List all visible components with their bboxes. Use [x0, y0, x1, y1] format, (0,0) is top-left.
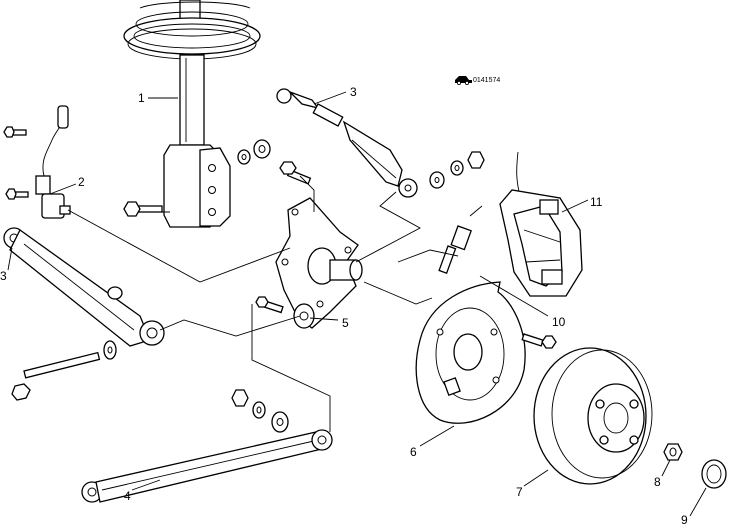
washers-strut: [237, 139, 271, 165]
bolt-strut: [123, 201, 163, 217]
reference-mark: 0141574: [455, 76, 500, 86]
brake-caliper: [499, 151, 583, 297]
callout-9: 9: [681, 513, 688, 527]
callout-11: 11: [590, 195, 603, 209]
callout-2: 2: [78, 175, 85, 189]
bolt-sensor-bottom: [5, 188, 29, 200]
trailing-arm: [3, 227, 165, 347]
washers-lower-link: [231, 389, 289, 433]
reference-code: 0141574: [473, 77, 500, 84]
upper-link: [276, 88, 418, 198]
brake-hose-fitting: [438, 205, 483, 275]
callout-labels: 1 2 3 3 4 5 6 7 8 9 10 11: [0, 85, 688, 527]
callout-7: 7: [516, 485, 523, 499]
brake-disc: [533, 347, 653, 485]
strut-assembly: [123, 0, 261, 228]
washer-trailing-arm: [103, 340, 117, 360]
callout-4: 4: [124, 489, 131, 503]
callout-5: 5: [342, 316, 349, 330]
bolt-sensor-top: [3, 126, 27, 138]
washers-upper-link: [429, 151, 485, 189]
car-icon: [455, 76, 472, 86]
bolt-knuckle-lower: [255, 296, 284, 314]
backing-plate: [415, 281, 526, 424]
lower-link: [81, 429, 333, 503]
bolt-backing-plate: [521, 333, 557, 349]
assembly-guide-lines: [67, 175, 459, 432]
grease-cap: [701, 459, 727, 489]
callout-8: 8: [654, 475, 661, 489]
steering-knuckle: [275, 197, 363, 329]
callout-10: 10: [552, 315, 566, 329]
callout-6: 6: [410, 445, 417, 459]
bolt-knuckle-top: [279, 161, 312, 185]
callout-1: 1: [138, 91, 145, 105]
hub-nut: [663, 443, 683, 461]
callout-3-top: 3: [350, 85, 357, 99]
abs-sensor: [35, 105, 71, 219]
callout-leaders: [7, 91, 707, 517]
bolt-trailing-arm: [11, 351, 101, 401]
callout-3-left: 3: [0, 269, 7, 283]
